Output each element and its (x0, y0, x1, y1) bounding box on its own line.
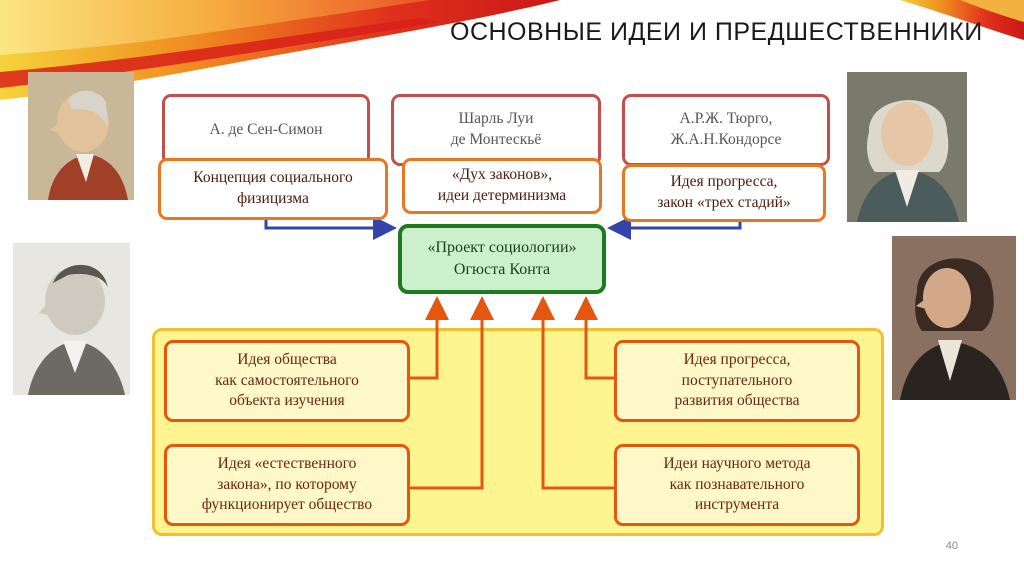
arrow-turgot-to-center (607, 216, 742, 240)
idea-line: Идея прогресса, (683, 350, 791, 368)
arrow-idea-right1 (574, 296, 616, 380)
person-name-line: де Монтескьё (450, 131, 542, 148)
portrait-saint-simon (28, 72, 134, 200)
idea-line: развития общества (674, 392, 800, 410)
comte-project-box: «Проект социологии» Огюста Конта (398, 224, 606, 294)
arrow-saint-simon-to-center (264, 216, 397, 240)
person-box-turgot-condorcet: А.Р.Ж. Тюрго, Ж.А.Н.Кондорсе (622, 94, 830, 166)
portrait-condorcet (892, 236, 1016, 400)
arrow-idea-left2 (408, 296, 494, 490)
idea-line: Идея общества (237, 350, 337, 368)
idea-line: Идея «естественного (217, 454, 357, 472)
person-name-line: Ж.А.Н.Кондорсе (670, 131, 782, 148)
idea-line: закон «трех стадий» (657, 194, 791, 211)
idea-line: «Дух законов», (451, 166, 553, 184)
idea-line: поступательного (681, 371, 793, 389)
idea-box-scientific-method: Идеи научного метода как познавательного… (614, 444, 860, 526)
idea-box-progress-three-stages: Идея прогресса, закон «трех стадий» (622, 164, 826, 222)
header-swoosh-decoration (0, 0, 1024, 100)
portrait-montesquieu (13, 243, 130, 395)
slide-title: ОСНОВНЫЕ ИДЕИ И ПРЕДШЕСТВЕННИКИ (450, 18, 983, 46)
idea-line: инструмента (694, 496, 780, 514)
idea-line: Идея прогресса, (670, 173, 778, 191)
idea-line: Идеи научного метода (663, 454, 811, 472)
idea-line: идеи детерминизма (437, 187, 567, 204)
idea-line: как самостоятельного (215, 371, 359, 389)
person-name-line: А.Р.Ж. Тюрго, (679, 110, 773, 128)
idea-line: закона», по которому (217, 475, 357, 493)
center-line: «Проект социологии» (427, 239, 577, 257)
center-line: Огюста Конта (453, 261, 551, 278)
arrow-idea-right2 (531, 296, 616, 490)
idea-box-spirit-of-laws: «Дух законов», идеи детерминизма (402, 158, 602, 214)
idea-line: Концепция социального (193, 169, 353, 187)
idea-box-progress-development: Идея прогресса, поступательного развития… (614, 340, 860, 422)
idea-line: как познавательного (669, 475, 805, 493)
page-number: 40 (945, 540, 958, 552)
person-name-line: А. де Сен-Симон (209, 120, 323, 138)
person-name-line: Шарль Луи (458, 110, 534, 128)
person-box-saint-simon: А. де Сен-Симон (162, 94, 370, 166)
person-box-montesquieu: Шарль Луи де Монтескьё (391, 94, 601, 166)
portrait-turgot (847, 72, 967, 222)
idea-box-social-physicism: Концепция социального физицизма (158, 158, 388, 220)
idea-line: физицизма (237, 190, 309, 207)
idea-line: функционирует общество (201, 496, 373, 514)
arrow-idea-left1 (408, 296, 449, 380)
idea-box-society-as-object: Идея общества как самостоятельного объек… (164, 340, 410, 422)
idea-box-natural-law: Идея «естественного закона», по которому… (164, 444, 410, 526)
idea-line: объекта изучения (229, 392, 345, 410)
